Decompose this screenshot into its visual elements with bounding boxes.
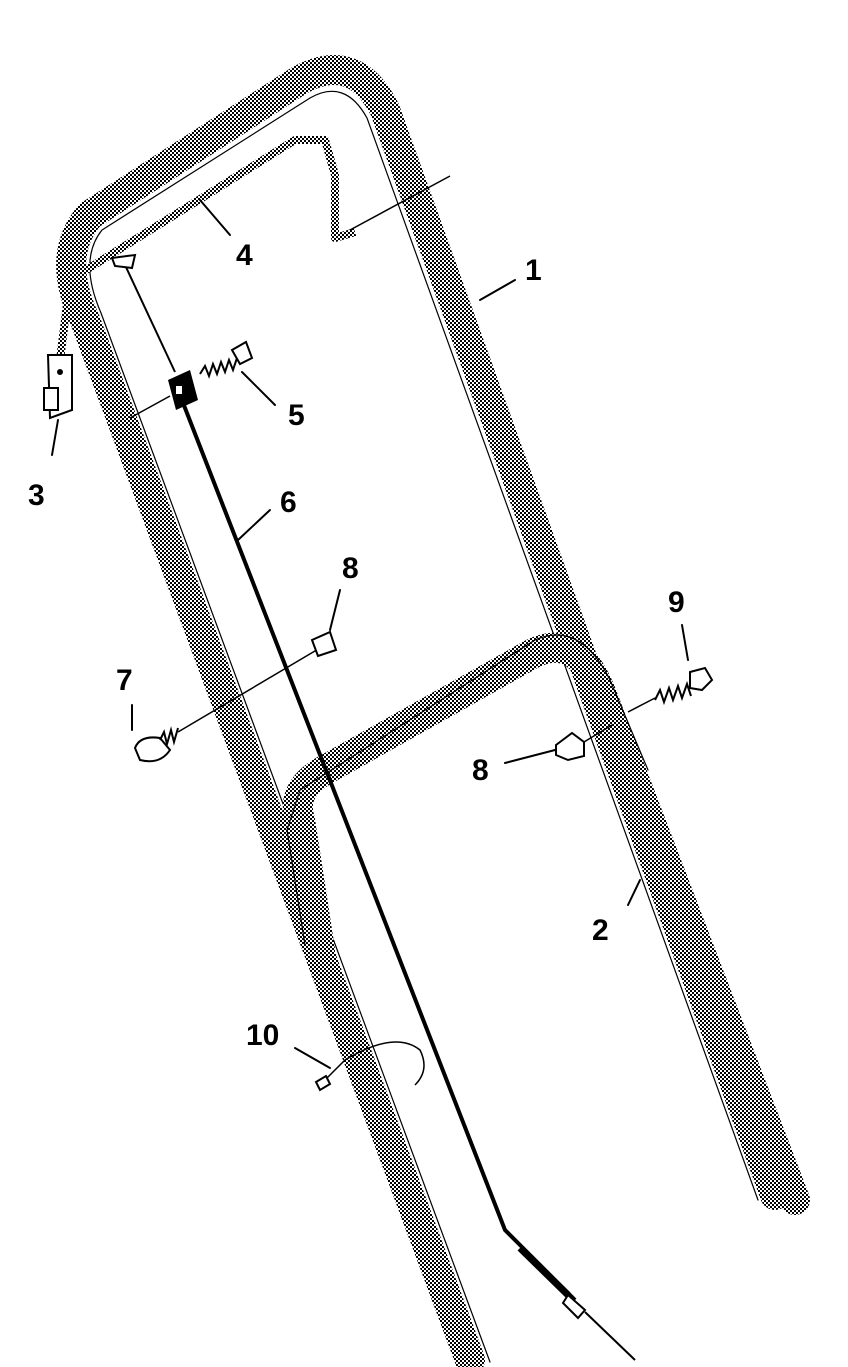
cable-tie [314,1041,425,1092]
upper-handle [56,55,790,1367]
bolt-right [627,666,714,713]
cable-clip [129,370,198,419]
nut-upper [310,630,338,658]
bolt-left [133,647,321,763]
label-part-4: 4 [236,239,253,272]
label-part-7: 7 [116,664,133,697]
lower-handle [282,632,810,1215]
label-part-2: 2 [592,914,609,947]
control-bail [56,136,451,361]
label-part-10: 10 [246,1019,279,1052]
label-part-9: 9 [668,586,685,619]
switch-bracket [43,354,73,420]
label-part-8-lower: 8 [472,754,489,787]
label-part-5: 5 [288,399,305,432]
label-part-6: 6 [280,486,297,519]
leader-lines [51,199,689,1069]
label-part-1: 1 [525,254,542,287]
knob-nut [555,724,613,762]
spring [199,340,254,379]
control-cable [110,253,636,1361]
label-part-3: 3 [28,479,45,512]
label-part-8-upper: 8 [342,552,359,585]
part-labels: 1 2 3 4 5 6 7 8 8 9 10 [28,239,685,1052]
